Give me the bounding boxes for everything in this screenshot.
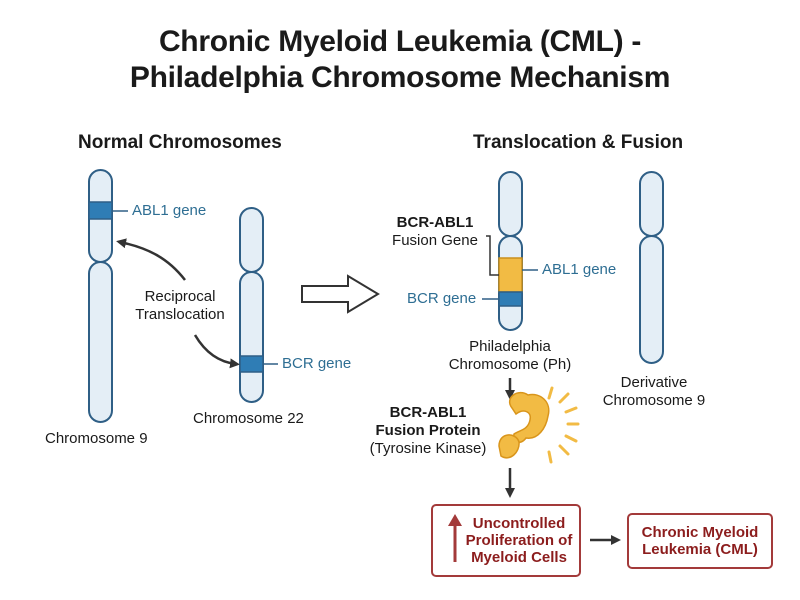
- fusion-gene-line-2: Fusion Gene: [392, 232, 478, 249]
- ph-abl1-label: ABL1 gene: [542, 261, 617, 278]
- abl1-band: [88, 201, 113, 220]
- fusion-abl1-band: [498, 257, 523, 293]
- curved-arrow-icon: [193, 334, 240, 369]
- reciprocal-line-1: Reciprocal: [144, 288, 216, 305]
- chromosome-22-label: Chromosome 22: [193, 410, 304, 427]
- der9-line-2: Chromosome 9: [602, 392, 706, 409]
- title-line-2: Philadelphia Chromosome Mechanism: [129, 61, 671, 94]
- hollow-arrow-icon: [301, 274, 380, 314]
- ph-line-2: Chromosome (Ph): [448, 356, 572, 373]
- cml-line-1: Chronic Myeloid: [641, 524, 759, 541]
- philadelphia-chromosome: [482, 171, 538, 331]
- prolif-line-3: Myeloid Cells: [471, 549, 567, 566]
- protein-line-2: Fusion Protein: [375, 422, 481, 439]
- cml-line-2: Leukemia (CML): [642, 541, 758, 558]
- bcr-label: BCR gene: [282, 355, 352, 372]
- cml-text: Chronic Myeloid Leukemia (CML): [628, 524, 772, 558]
- fusion-gene-label: BCR-ABL1 Fusion Gene: [385, 214, 485, 250]
- bcr-band: [239, 355, 264, 373]
- fusion-protein-label: BCR-ABL1 Fusion Protein (Tyrosine Kinase…: [362, 404, 494, 458]
- fusion-bcr-band: [498, 291, 523, 307]
- chromosome-9-label: Chromosome 9: [45, 430, 148, 447]
- protein-line-1: BCR-ABL1: [389, 404, 467, 421]
- der9-line-1: Derivative: [620, 374, 688, 391]
- ph-bcr-label: BCR gene: [407, 290, 477, 307]
- curved-arrow-icon: [116, 238, 186, 281]
- protein-line-3: (Tyrosine Kinase): [369, 440, 487, 457]
- philadelphia-label: Philadelphia Chromosome (Ph): [435, 338, 585, 374]
- derivative-chromosome-9: [639, 171, 664, 364]
- abl1-label: ABL1 gene: [132, 202, 207, 219]
- up-arrow-head-icon: [448, 514, 462, 526]
- kinase-protein-icon: [498, 386, 580, 464]
- derivative-9-label: Derivative Chromosome 9: [594, 374, 714, 410]
- chromosome-22: [239, 207, 278, 403]
- cml-box: [627, 513, 773, 569]
- ph-line-1: Philadelphia: [469, 338, 551, 355]
- proliferation-text: Uncontrolled Proliferation of Myeloid Ce…: [462, 515, 576, 566]
- reciprocal-line-2: Translocation: [135, 306, 225, 323]
- page-title: Chronic Myeloid Leukemia (CML) - Philade…: [0, 24, 800, 96]
- reciprocal-translocation-label: Reciprocal Translocation: [120, 288, 240, 324]
- normal-chromosomes-heading: Normal Chromosomes: [78, 132, 282, 153]
- prolif-line-2: Proliferation of: [465, 532, 573, 549]
- title-line-1: Chronic Myeloid Leukemia (CML) -: [158, 25, 642, 58]
- fusion-gene-line-1: BCR-ABL1: [396, 214, 474, 231]
- prolif-line-1: Uncontrolled: [472, 515, 566, 532]
- proliferation-box: [431, 504, 581, 577]
- translocation-heading: Translocation & Fusion: [473, 132, 684, 153]
- fusion-gene-leader-line: [486, 235, 499, 276]
- chromosome-9: [88, 169, 128, 423]
